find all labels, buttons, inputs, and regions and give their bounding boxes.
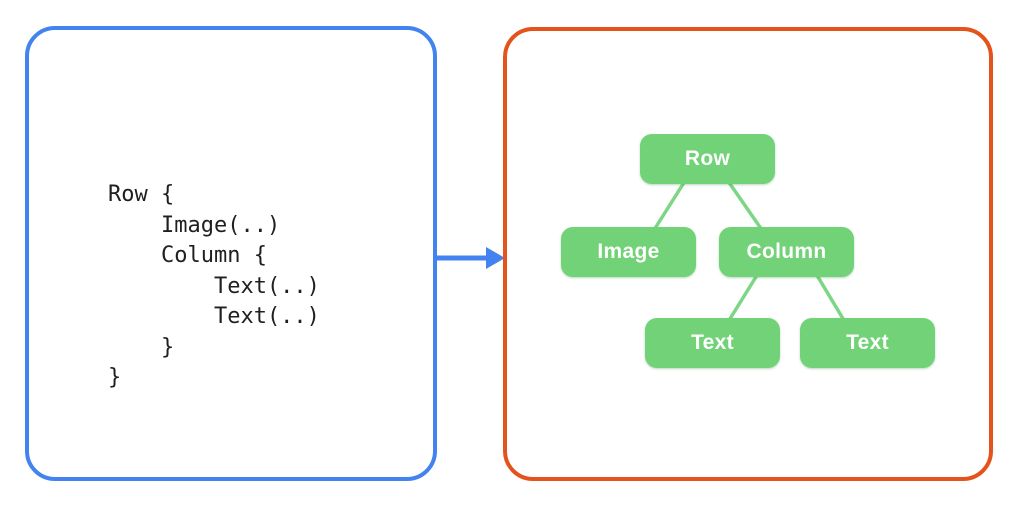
tree-node-row: Row [640,134,775,184]
connector-row-column [726,179,764,232]
code-line: Row { [108,182,175,207]
tree-node-text-1: Text [645,318,780,368]
tree-node-image: Image [561,227,696,277]
right-arrow-icon [433,247,505,269]
code-block: Row { Image(..) Column { Text(..) Text(.… [108,180,320,394]
tree-node-column: Column [719,227,854,277]
connector-row-image [652,179,687,232]
code-line: } [108,334,175,360]
code-line: } [108,365,122,390]
code-line: Text(..) [108,304,320,329]
code-line: Image(..) [108,212,281,238]
code-line: Text(..) [108,273,320,299]
connector-column-text1 [726,270,761,324]
connector-column-text2 [813,270,847,324]
tree-node-text-2: Text [800,318,935,368]
tree-panel: Row Image Column Text Text [503,27,993,481]
code-panel: Row { Image(..) Column { Text(..) Text(.… [25,26,437,481]
tree-connectors [652,179,847,324]
code-line: Column { [108,243,267,268]
